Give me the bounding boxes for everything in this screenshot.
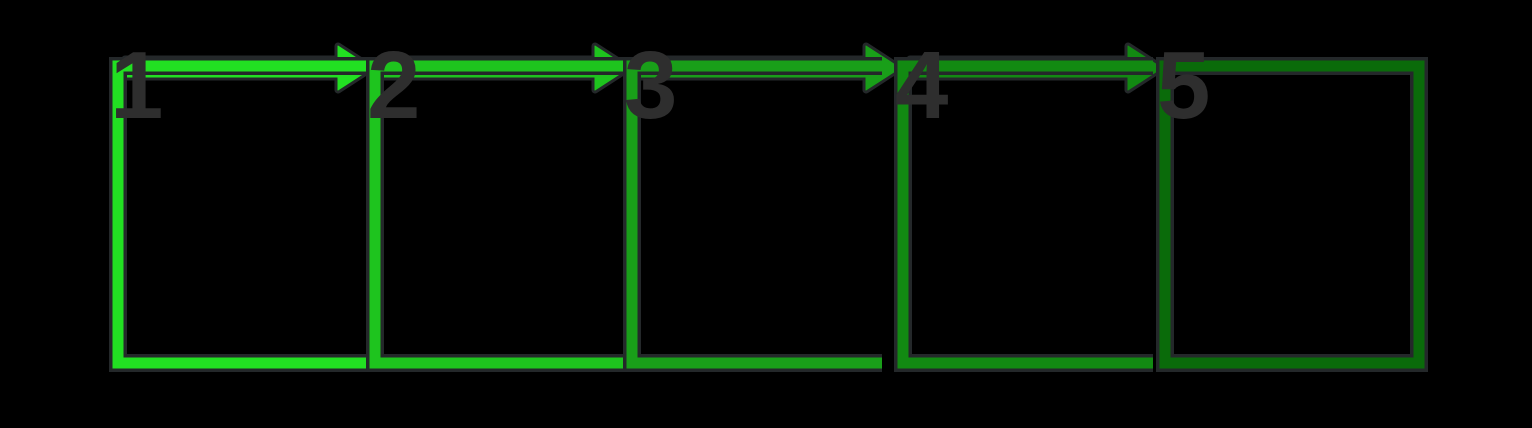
stage-number-3: 3 (624, 32, 675, 139)
stage-number-5: 5 (1157, 32, 1208, 139)
stage-label-layer: 1 2 3 4 5 (110, 32, 1210, 139)
stage-box-2[interactable] (366, 57, 625, 372)
stage-number-2: 2 (367, 32, 418, 139)
stage-box-4[interactable] (894, 57, 1153, 372)
stage-number-1: 1 (110, 32, 161, 139)
stage-box-5[interactable] (1156, 57, 1428, 372)
stage-number-4: 4 (895, 32, 948, 139)
stage-box-3[interactable] (623, 57, 882, 372)
stage-box-layer (109, 57, 1428, 372)
stage-box-1[interactable] (109, 57, 368, 372)
